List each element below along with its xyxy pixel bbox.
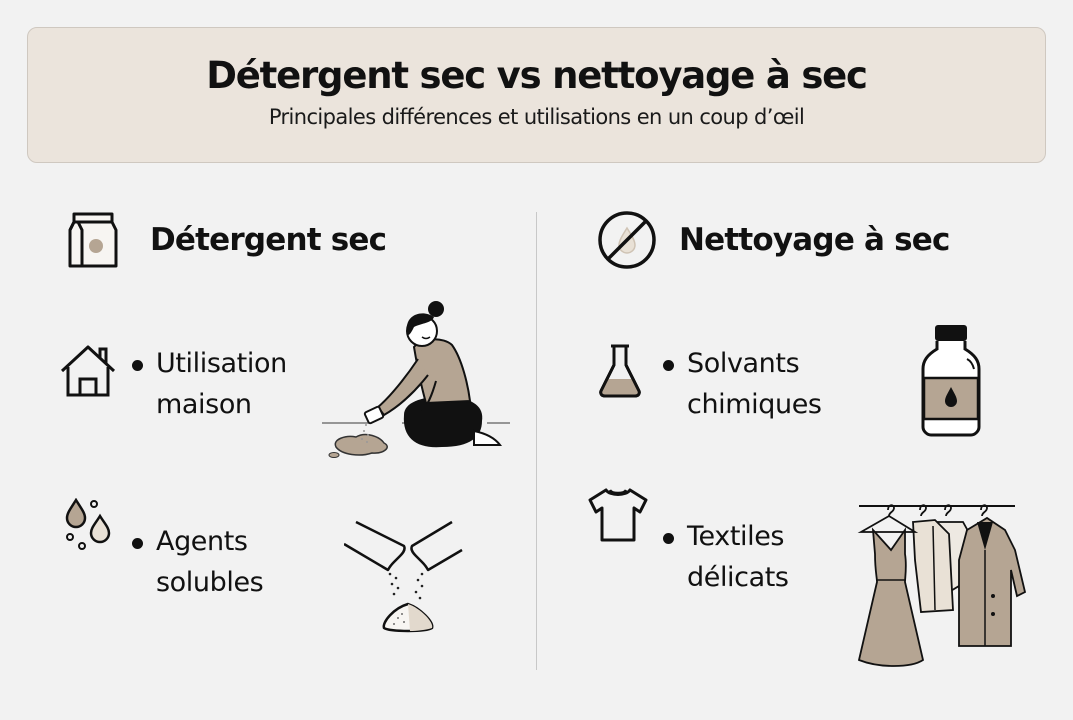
section-head-dry-cleaning: Nettoyage à sec [597, 210, 950, 270]
list-item-soluble-agents: Agents solubles [132, 521, 264, 603]
bullet [132, 360, 143, 371]
bullet [663, 360, 674, 371]
item-label-line2: chimiques [687, 389, 822, 420]
item-label-line2: solubles [156, 567, 264, 598]
tshirt-icon [586, 486, 650, 544]
header-banner: Détergent sec vs nettoyage à sec Princip… [27, 27, 1046, 163]
clothes-rack-illustration [855, 500, 1030, 670]
bullet [132, 538, 143, 549]
house-icon [59, 343, 117, 399]
solvent-bottle-illustration [921, 323, 983, 437]
bullet [663, 533, 674, 544]
section-title-detergent: Détergent sec [150, 222, 387, 258]
item-label-line2: maison [156, 389, 252, 420]
list-item-delicate-textiles: Textiles délicats [663, 516, 789, 598]
list-item-home-use: Utilisation maison [132, 343, 287, 425]
item-label-line1: Utilisation [156, 348, 287, 379]
list-item-chemical-solvents: Solvants chimiques [663, 343, 822, 425]
section-head-detergent: Détergent sec [66, 210, 387, 270]
no-water-icon [597, 210, 657, 270]
pouring-powder-illustration [344, 518, 464, 634]
item-label-line2: délicats [687, 562, 789, 593]
item-label-line1: Agents [156, 526, 248, 557]
column-divider [536, 212, 537, 670]
section-title-dry-cleaning: Nettoyage à sec [679, 222, 950, 258]
page-title: Détergent sec vs nettoyage à sec [206, 54, 868, 97]
item-label-line1: Solvants [687, 348, 800, 379]
page-subtitle: Principales différences et utilisations … [268, 105, 805, 129]
woman-sprinkling-powder-illustration [322, 297, 512, 459]
droplets-icon [64, 498, 114, 550]
detergent-bag-icon [66, 210, 120, 270]
item-label-line1: Textiles [687, 521, 785, 552]
flask-icon [598, 343, 642, 399]
